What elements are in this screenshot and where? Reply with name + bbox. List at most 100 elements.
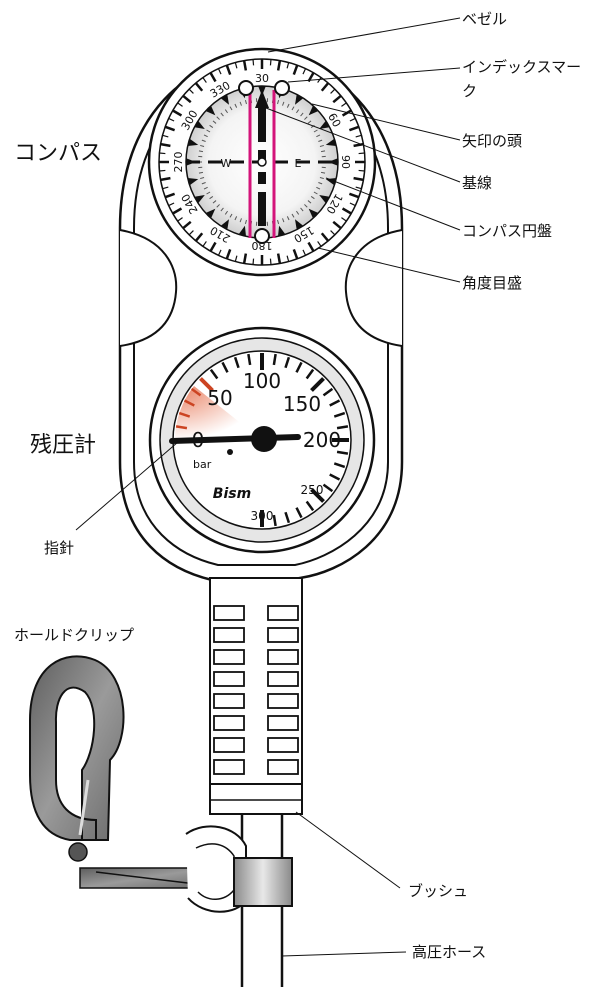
gauge-tick [190, 387, 202, 397]
boot-rib [213, 671, 245, 687]
disc-triangle [220, 219, 229, 230]
bezel-number: 90 [339, 155, 352, 169]
disc-tick [313, 129, 318, 133]
disc-tick [229, 106, 233, 111]
disc-tick [203, 186, 208, 190]
gauge-tick [322, 387, 334, 397]
bezel-tick [160, 142, 171, 148]
gauge-tick [310, 488, 325, 503]
gauge-number: 300 [251, 509, 274, 523]
bezel-tick [162, 134, 169, 138]
bezel-tick [317, 77, 322, 83]
bezel-tick [292, 248, 299, 260]
gauge-tick [305, 368, 315, 380]
bezel-tick [276, 253, 282, 264]
gauge-unit: bar [193, 458, 212, 471]
gauge-tick [333, 462, 346, 469]
disc-triangle [325, 138, 337, 146]
disc-tick [200, 144, 205, 147]
index-mark-right [274, 80, 290, 96]
label-baseline: 基線 [462, 174, 492, 192]
disc-triangle [220, 94, 229, 105]
gauge-tick [305, 500, 315, 512]
bezel-tick [164, 192, 176, 199]
bezel-tick [164, 125, 176, 132]
gauge-tick [295, 507, 303, 519]
gauge-tick [329, 399, 341, 407]
bezel-tick [168, 202, 175, 207]
disc-triangle [308, 105, 319, 116]
boot-ribs [213, 605, 299, 775]
bezel-tick [341, 217, 347, 222]
disc-tick [201, 182, 206, 185]
bezel-tick [177, 217, 183, 222]
bezel-tick [349, 117, 356, 122]
bezel-number: 30 [255, 72, 269, 85]
bezel-tick [160, 176, 171, 182]
label-bushing: ブッシュ [408, 882, 468, 900]
bezel-tick [202, 241, 207, 247]
disc-tick [321, 150, 326, 153]
bezel-tick [341, 109, 352, 117]
bezel-tick [307, 241, 315, 252]
bezel-tick [355, 186, 362, 190]
label-index-mark-2: ク [462, 82, 477, 100]
arrow-head-icon [255, 90, 269, 108]
gauge-tick [272, 353, 277, 366]
disc-tick [319, 144, 324, 147]
bezel-tick [358, 152, 365, 155]
bezel-tick [302, 249, 307, 256]
bezel-tick [269, 59, 272, 66]
bezel-number: 180 [252, 239, 273, 252]
gauge-tick [322, 483, 334, 493]
disc-tick [216, 116, 220, 120]
bezel-tick [317, 241, 322, 247]
bezel-tick [269, 258, 272, 265]
disc-triangle [187, 178, 199, 186]
bezel-tick [320, 82, 330, 92]
compass-west: W [221, 157, 232, 170]
bezel-tick [225, 64, 232, 76]
bezel-tick [209, 72, 217, 83]
disc-tick [206, 129, 211, 133]
boot-rib [267, 737, 299, 753]
disc-triangle [328, 158, 338, 166]
disc-tick [239, 101, 242, 106]
label-compass-disc: コンパス円盤 [462, 222, 552, 240]
gauge-tick [183, 399, 195, 407]
bezel-tick [217, 68, 222, 75]
gauge-tick [272, 514, 277, 527]
disc-tick [296, 210, 300, 215]
bezel-number: 270 [172, 152, 185, 173]
boot-rib [213, 649, 245, 665]
boot-rib [267, 649, 299, 665]
bezel-tick [162, 186, 169, 190]
label-needle: 指針 [44, 539, 74, 557]
disc-tick [209, 124, 214, 128]
bushing [209, 783, 303, 815]
gauge-ticks [175, 353, 349, 527]
bezel-tick [234, 62, 238, 69]
disc-tick [244, 219, 247, 224]
disc-triangle [194, 195, 205, 204]
disc-triangle [319, 195, 330, 204]
disc-tick [307, 120, 312, 124]
bezel-tick [341, 207, 352, 215]
bezel-tick [217, 249, 222, 256]
disc-triangle [205, 208, 216, 219]
disc-triangle [194, 120, 205, 129]
bezel-tick [202, 77, 207, 83]
gauge-numbers: 050100150200250300 [192, 369, 341, 523]
disc-tick [319, 177, 324, 180]
bezel-tick [330, 88, 336, 94]
gauge-brand: Bism [213, 486, 251, 502]
bezel-tick [182, 220, 192, 230]
bezel-tick [159, 169, 166, 172]
disc-tick [318, 182, 323, 185]
disc-tick [201, 139, 206, 142]
label-index-mark: インデックスマー [462, 58, 581, 76]
disc-triangle [238, 225, 246, 237]
disc-triangle [295, 219, 304, 230]
index-mark-bottom [254, 228, 270, 244]
bezel-tick [194, 232, 204, 242]
